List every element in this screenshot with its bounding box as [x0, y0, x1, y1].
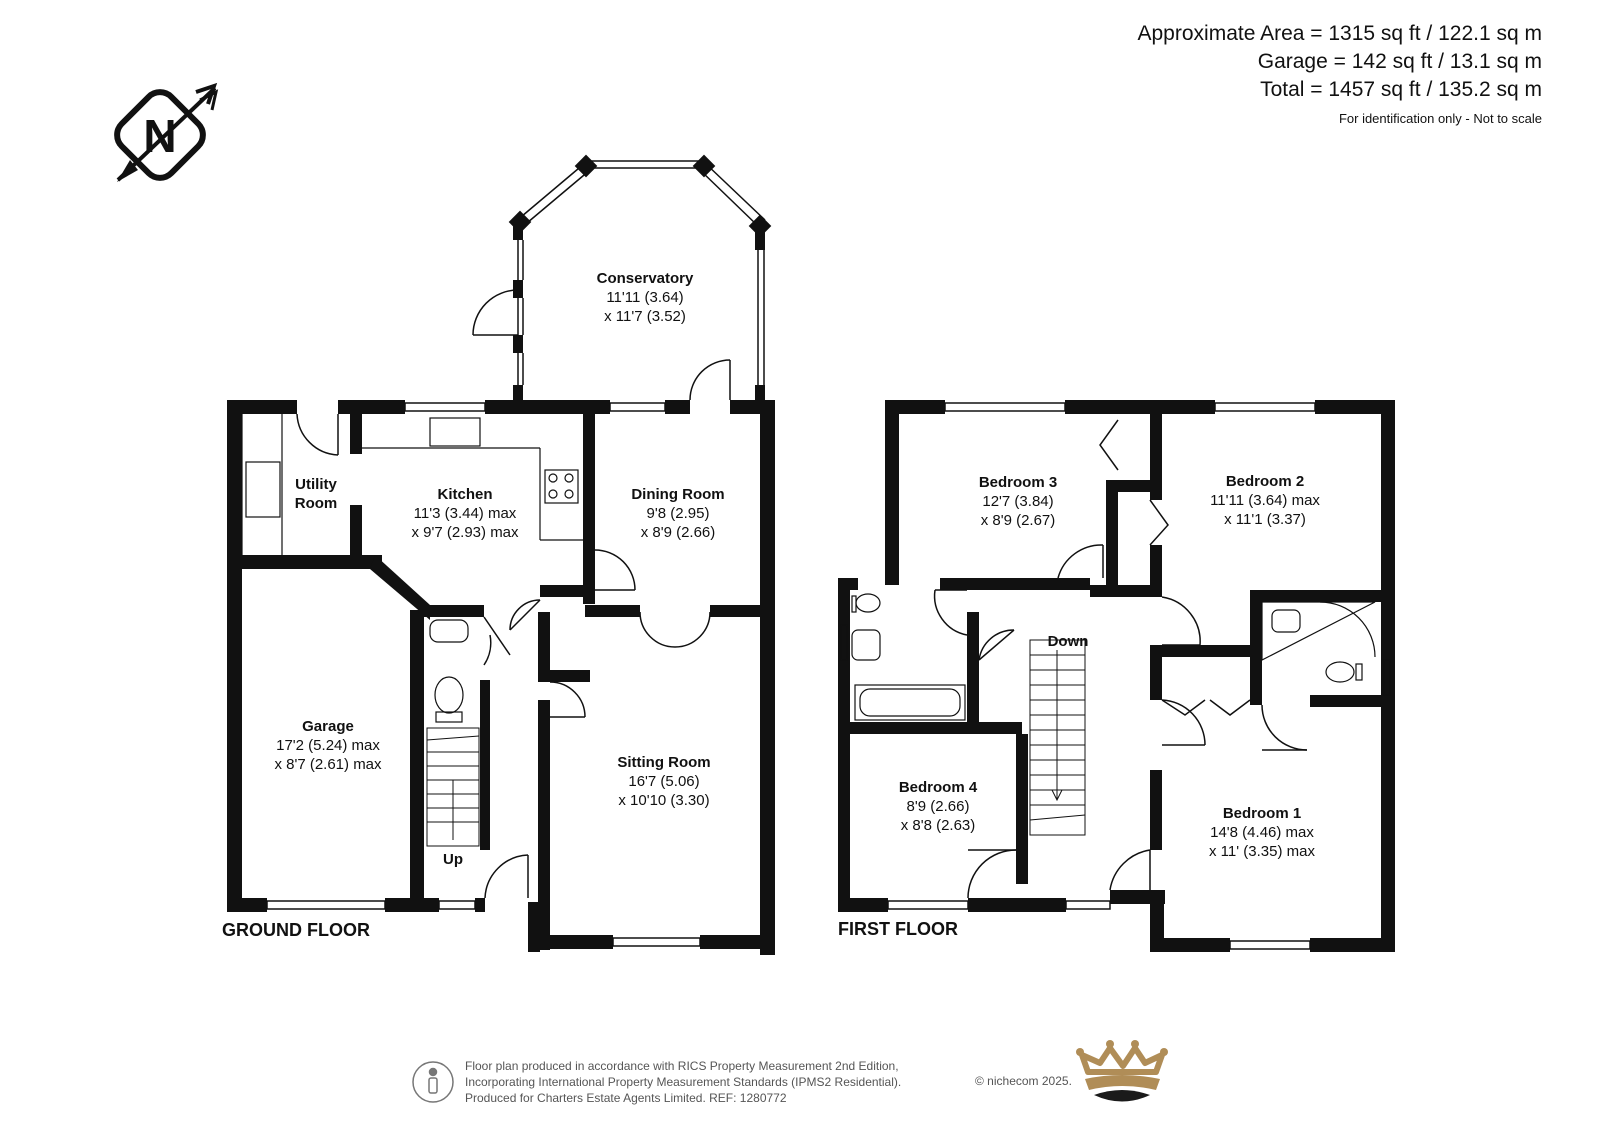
crown-logo: [1076, 1040, 1168, 1102]
bedroom2-dim2: x 11'1 (3.37): [1224, 511, 1306, 528]
bedroom1-dim1: 14'8 (4.46) max: [1210, 824, 1314, 841]
sitting-name: Sitting Room: [617, 754, 710, 771]
bedroom2-name: Bedroom 2: [1226, 473, 1304, 490]
first-floor-walls: [838, 400, 1395, 952]
conservatory-corner-posts: [508, 154, 772, 238]
kitchen-name: Kitchen: [437, 486, 492, 503]
scale-note: For identification only - Not to scale: [1338, 111, 1542, 126]
bedroom4-dim1: 8'9 (2.66): [907, 798, 970, 815]
copyright: © nichecom 2025.: [975, 1074, 1072, 1088]
bedroom1-name: Bedroom 1: [1223, 805, 1301, 822]
conservatory-dim1: 11'11 (3.64): [606, 289, 683, 306]
first-floor-windows: [840, 402, 1391, 950]
bedroom3-dim2: x 8'9 (2.67): [981, 512, 1056, 529]
bedroom4-dim2: x 8'8 (2.63): [901, 817, 976, 834]
bedroom2-dim1: 11'11 (3.64) max: [1210, 492, 1320, 509]
footer-line-1: Floor plan produced in accordance with R…: [465, 1059, 899, 1073]
sitting-dim1: 16'7 (5.06): [628, 773, 699, 790]
dining-dim2: x 8'9 (2.66): [641, 524, 716, 541]
stairs-down-label: Down: [1048, 633, 1089, 650]
utility-name-2: Room: [295, 495, 338, 512]
stairs-up-label: Up: [443, 851, 463, 868]
footer-line-2: Incorporating International Property Mea…: [465, 1075, 902, 1089]
bathroom-fixtures: [851, 593, 1376, 721]
bedroom3-dim1: 12'7 (3.84): [982, 493, 1053, 510]
sitting-dim2: x 10'10 (3.30): [618, 792, 709, 809]
first-floor-labels: Bedroom 3 12'7 (3.84) x 8'9 (2.67) Bedro…: [838, 473, 1320, 939]
north-letter: N: [143, 110, 176, 162]
bedroom4-name: Bedroom 4: [899, 779, 978, 796]
kitchen-dim1: 11'3 (3.44) max: [414, 505, 517, 522]
garage-dim2: x 8'7 (2.61) max: [274, 756, 382, 773]
total-area: Total = 1457 sq ft / 135.2 sq m: [1260, 78, 1542, 101]
conservatory-name: Conservatory: [597, 270, 694, 287]
footer-line-3: Produced for Charters Estate Agents Limi…: [465, 1091, 787, 1105]
first-floor-stairs: [1029, 639, 1086, 836]
conservatory-glazing: [514, 160, 766, 385]
utility-name-1: Utility: [295, 476, 337, 493]
garage-area: Garage = 142 sq ft / 13.1 sq m: [1257, 50, 1542, 73]
person-icon: [412, 1061, 454, 1103]
north-arrow-icon: N: [114, 82, 219, 182]
ground-floor-labels: Conservatory 11'11 (3.64) x 11'7 (3.52) …: [222, 270, 725, 940]
ground-floor-doors: [296, 289, 731, 899]
ground-floor-label: GROUND FLOOR: [222, 920, 370, 940]
bedroom3-name: Bedroom 3: [979, 474, 1057, 491]
first-floor-doors: [933, 419, 1308, 899]
conservatory-dim2: x 11'7 (3.52): [604, 308, 686, 325]
kitchen-fixtures: [241, 414, 583, 723]
kitchen-dim2: x 9'7 (2.93) max: [411, 524, 519, 541]
footer-text: Floor plan produced in accordance with R…: [465, 1058, 901, 1106]
ground-floor-windows: [266, 402, 701, 947]
dining-name: Dining Room: [631, 486, 724, 503]
first-floor-label: FIRST FLOOR: [838, 919, 958, 939]
ground-floor-walls: [227, 220, 775, 955]
garage-name: Garage: [302, 718, 354, 735]
dining-dim1: 9'8 (2.95): [647, 505, 710, 522]
bedroom1-dim2: x 11' (3.35) max: [1209, 843, 1315, 860]
approximate-area: Approximate Area = 1315 sq ft / 122.1 sq…: [1137, 22, 1543, 45]
garage-dim1: 17'2 (5.24) max: [276, 737, 380, 754]
ground-floor-stairs: [426, 727, 480, 847]
